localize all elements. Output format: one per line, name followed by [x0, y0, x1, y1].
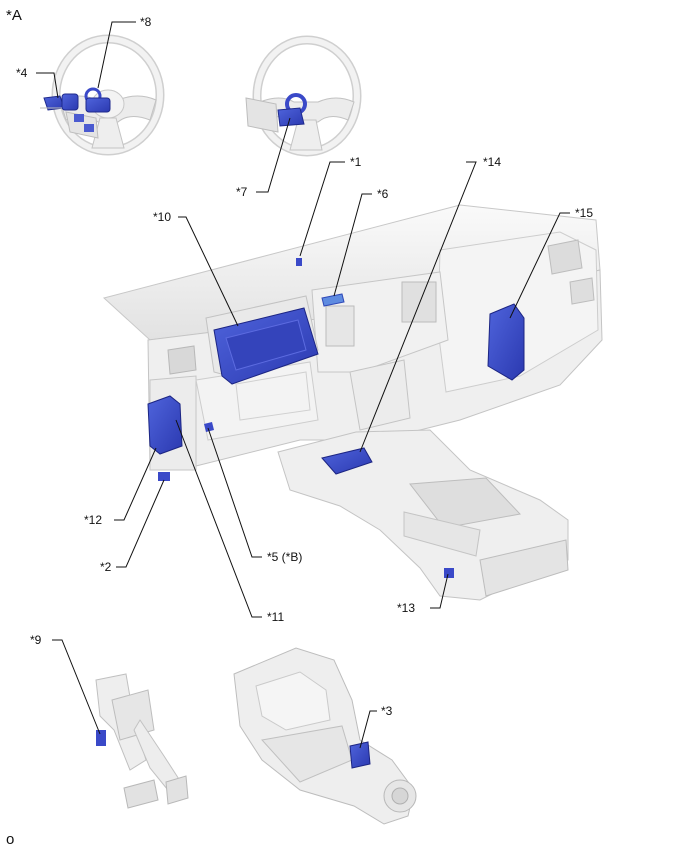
callout-9: *9	[30, 633, 42, 647]
callout-8: *8	[140, 15, 152, 29]
highlighted-components	[147, 258, 525, 578]
callout-3: *3	[381, 704, 393, 718]
callout-1: *1	[350, 155, 362, 169]
callout-15: *15	[575, 206, 594, 220]
view-label: *A	[6, 7, 22, 24]
callout-6: *6	[377, 187, 389, 201]
callout-5: *5 (*B)	[267, 550, 303, 564]
leader-lines	[36, 21, 570, 749]
footer-mark: o	[6, 831, 15, 848]
callout-7: *7	[236, 185, 248, 199]
pedal-assembly	[95, 673, 189, 809]
center-console	[277, 359, 569, 601]
callout-14: *14	[483, 155, 502, 169]
steering-wheel-right	[245, 35, 362, 157]
callout-4: *4	[16, 66, 28, 80]
callout-2: *2	[100, 560, 112, 574]
transmission	[233, 647, 417, 825]
callout-11: *11	[267, 610, 285, 624]
callout-12: *12	[84, 513, 103, 527]
callout-13: *13	[397, 601, 416, 615]
callout-10: *10	[153, 210, 172, 224]
